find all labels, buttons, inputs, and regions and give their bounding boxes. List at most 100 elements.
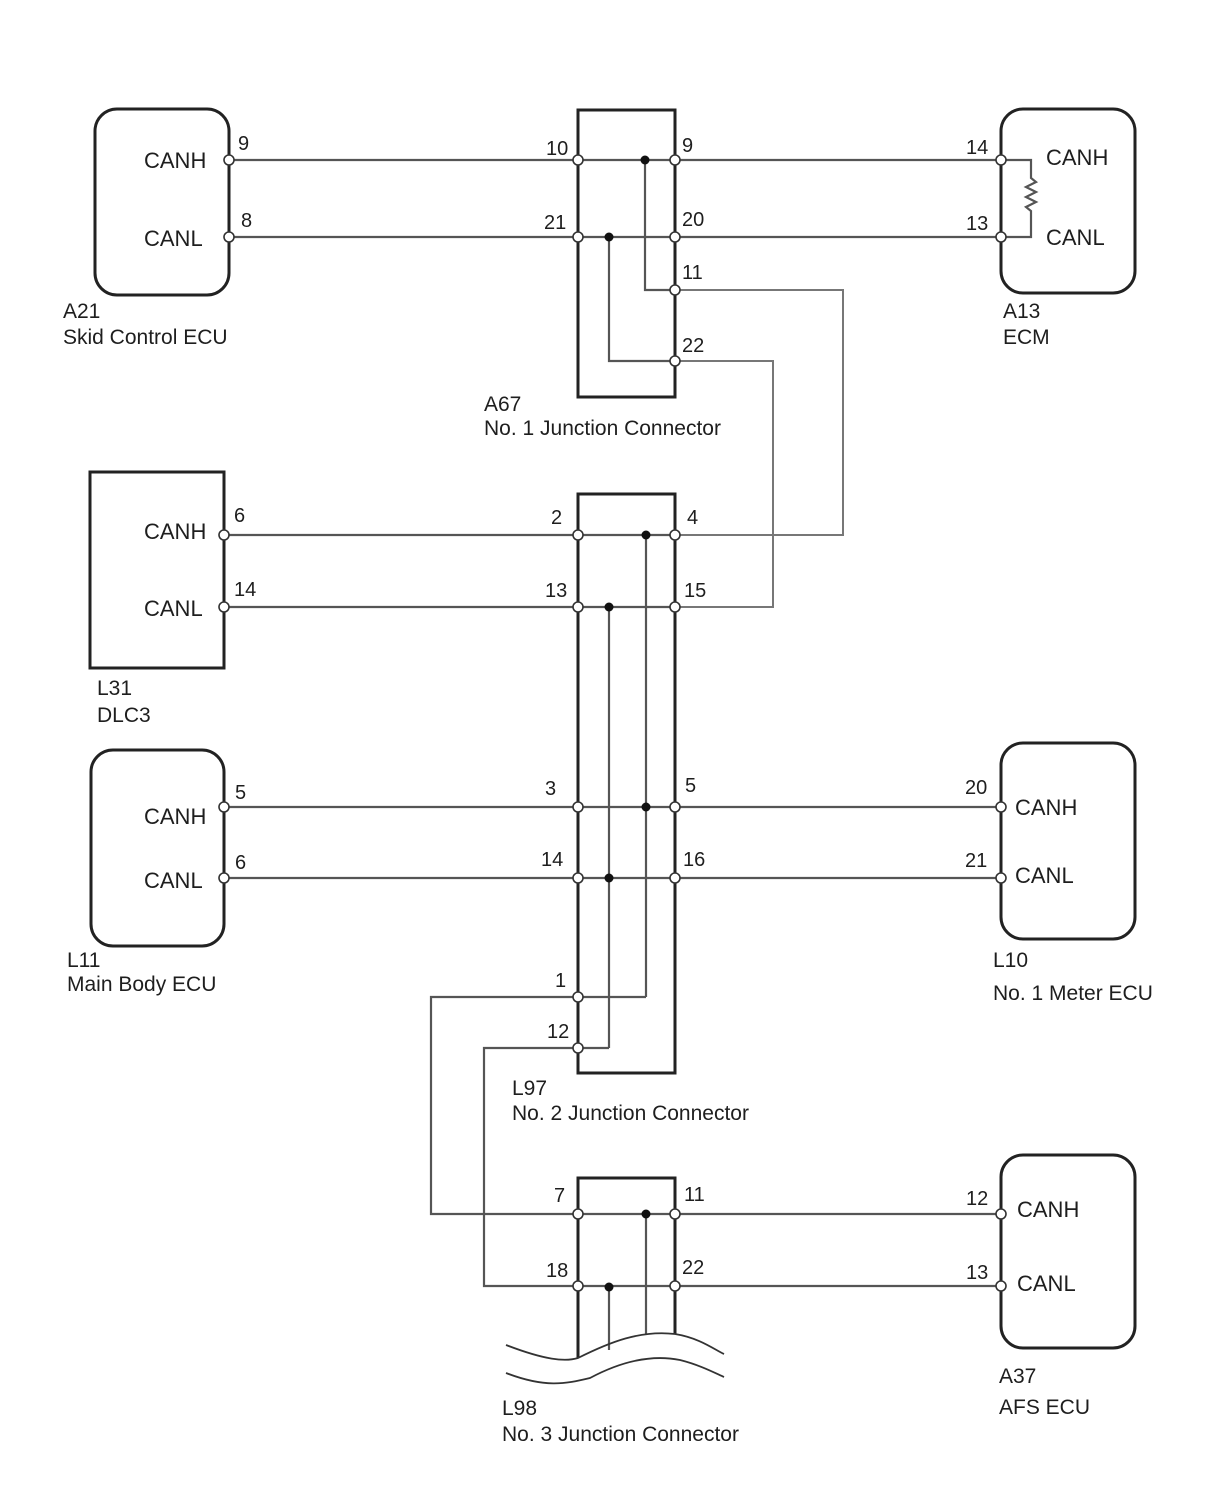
l31-code: L31 [97, 677, 132, 700]
splice-dot-icon [640, 155, 650, 165]
terminal-circle-icon [669, 529, 681, 541]
a37-name: AFS ECU [999, 1396, 1090, 1419]
a13-name: ECM [1003, 326, 1050, 349]
terminal-circle-icon [995, 801, 1007, 813]
splice-dot-icon [604, 232, 614, 242]
terminal-circle-icon [669, 601, 681, 613]
splice-dot-icon [604, 1282, 614, 1292]
l10-canl-pin: 21 [965, 850, 987, 872]
l97-pin-2: 2 [551, 507, 562, 529]
a21-canh-label: CANH [144, 148, 206, 173]
terminal-circle-icon [572, 1042, 584, 1054]
splice-dot-icon [641, 802, 651, 812]
l10-canl-label: CANL [1015, 863, 1074, 888]
a13-canl-pin: 13 [966, 213, 988, 235]
terminal-circle-icon [995, 1280, 1007, 1292]
terminal-circle-icon [218, 872, 230, 884]
l98-pin-18: 18 [546, 1260, 568, 1282]
a13-ecm-box [999, 107, 1137, 295]
l98-name: No. 3 Junction Connector [502, 1423, 739, 1446]
a21-name: Skid Control ECU [63, 326, 228, 349]
a21-canl-label: CANL [144, 226, 203, 251]
l98-code: L98 [502, 1397, 537, 1420]
l98-pin-11: 11 [684, 1184, 705, 1206]
a13-code: A13 [1003, 300, 1040, 323]
wire-l97-12-to-l98-18 [482, 1046, 578, 1288]
l97-pin-3: 3 [545, 778, 556, 800]
l11-canh-pin: 5 [235, 782, 246, 804]
terminal-circle-icon [223, 231, 235, 243]
l31-name: DLC3 [97, 704, 151, 727]
terminal-circle-icon [995, 231, 1007, 243]
l97-pin-4: 4 [687, 507, 698, 529]
wire-a67-11-to-l97-4 [675, 289, 844, 536]
l10-canh-label: CANH [1015, 795, 1077, 820]
l97-pin-16: 16 [683, 849, 705, 871]
a67-pin-11: 11 [682, 262, 703, 284]
splice-dot-icon [641, 530, 651, 540]
wire-l97-1-to-l98-7 [429, 995, 578, 1216]
l31-canh-pin: 6 [234, 505, 245, 527]
l11-canl-pin: 6 [235, 852, 246, 874]
terminal-circle-icon [572, 872, 584, 884]
terminal-circle-icon [572, 1280, 584, 1292]
l10-code: L10 [993, 949, 1028, 972]
a37-code: A37 [999, 1365, 1036, 1388]
a67-pin-9: 9 [682, 135, 693, 157]
a67-name: No. 1 Junction Connector [484, 417, 721, 440]
a67-junction-connector-body [576, 108, 677, 399]
l97-code: L97 [512, 1077, 547, 1100]
break-wave-icon [505, 1332, 725, 1385]
wires [224, 158, 1001, 1350]
l11-name: Main Body ECU [67, 973, 216, 996]
l97-pin-13: 13 [545, 580, 567, 602]
l11-main-body-ecu-box [89, 748, 226, 948]
l31-canl-pin: 14 [234, 579, 256, 601]
a37-canh-pin: 12 [966, 1188, 988, 1210]
splice-dot-icon [604, 602, 614, 612]
l11-canh-label: CANH [144, 804, 206, 829]
l97-pin-1: 1 [555, 970, 566, 992]
splice-dot-icon [604, 873, 614, 883]
a21-canh-pin: 9 [238, 133, 249, 155]
l98-pin-22: 22 [682, 1257, 704, 1279]
terminal-circle-icon [669, 872, 681, 884]
a67-pin-20: 20 [682, 209, 704, 231]
l97-pin-5: 5 [685, 775, 696, 797]
a21-skid-control-ecu-box [93, 107, 231, 297]
l31-dlc3-box [88, 470, 226, 670]
wire-a67-canh-branch [643, 160, 675, 292]
terminal-circle-icon [223, 154, 235, 166]
terminal-circle-icon [572, 231, 584, 243]
terminal-circle-icon [669, 284, 681, 296]
terminal-circle-icon [995, 872, 1007, 884]
a13-canl-label: CANL [1046, 225, 1105, 250]
l98-junction-connector-body [576, 1176, 677, 1358]
a21-canl-pin: 8 [241, 210, 252, 232]
a37-canl-label: CANL [1017, 1271, 1076, 1296]
a13-canh-pin: 14 [966, 137, 988, 159]
a13-canh-label: CANH [1046, 145, 1108, 170]
terminal-circle-icon [669, 355, 681, 367]
terminal-circle-icon [572, 601, 584, 613]
terminal-circle-icon [218, 601, 230, 613]
terminals [218, 154, 1007, 1292]
l97-junction-connector-body [576, 492, 677, 1075]
terminal-circle-icon [669, 154, 681, 166]
l10-name: No. 1 Meter ECU [993, 982, 1153, 1005]
splice-dot-icon [641, 1209, 651, 1219]
terminal-circle-icon [572, 529, 584, 541]
terminal-circle-icon [572, 991, 584, 1003]
a67-code: A67 [484, 393, 521, 416]
wire-a67-canl-branch [607, 237, 675, 363]
l97-pin-14: 14 [541, 849, 563, 871]
a67-pin-10: 10 [546, 138, 568, 160]
l97-name: No. 2 Junction Connector [512, 1102, 749, 1125]
l10-meter-ecu-box [999, 741, 1137, 941]
l11-canl-label: CANL [144, 868, 203, 893]
l97-pin-12: 12 [547, 1021, 569, 1043]
splice-points [604, 155, 651, 1292]
terminal-circle-icon [995, 1208, 1007, 1220]
terminal-circle-icon [572, 1208, 584, 1220]
